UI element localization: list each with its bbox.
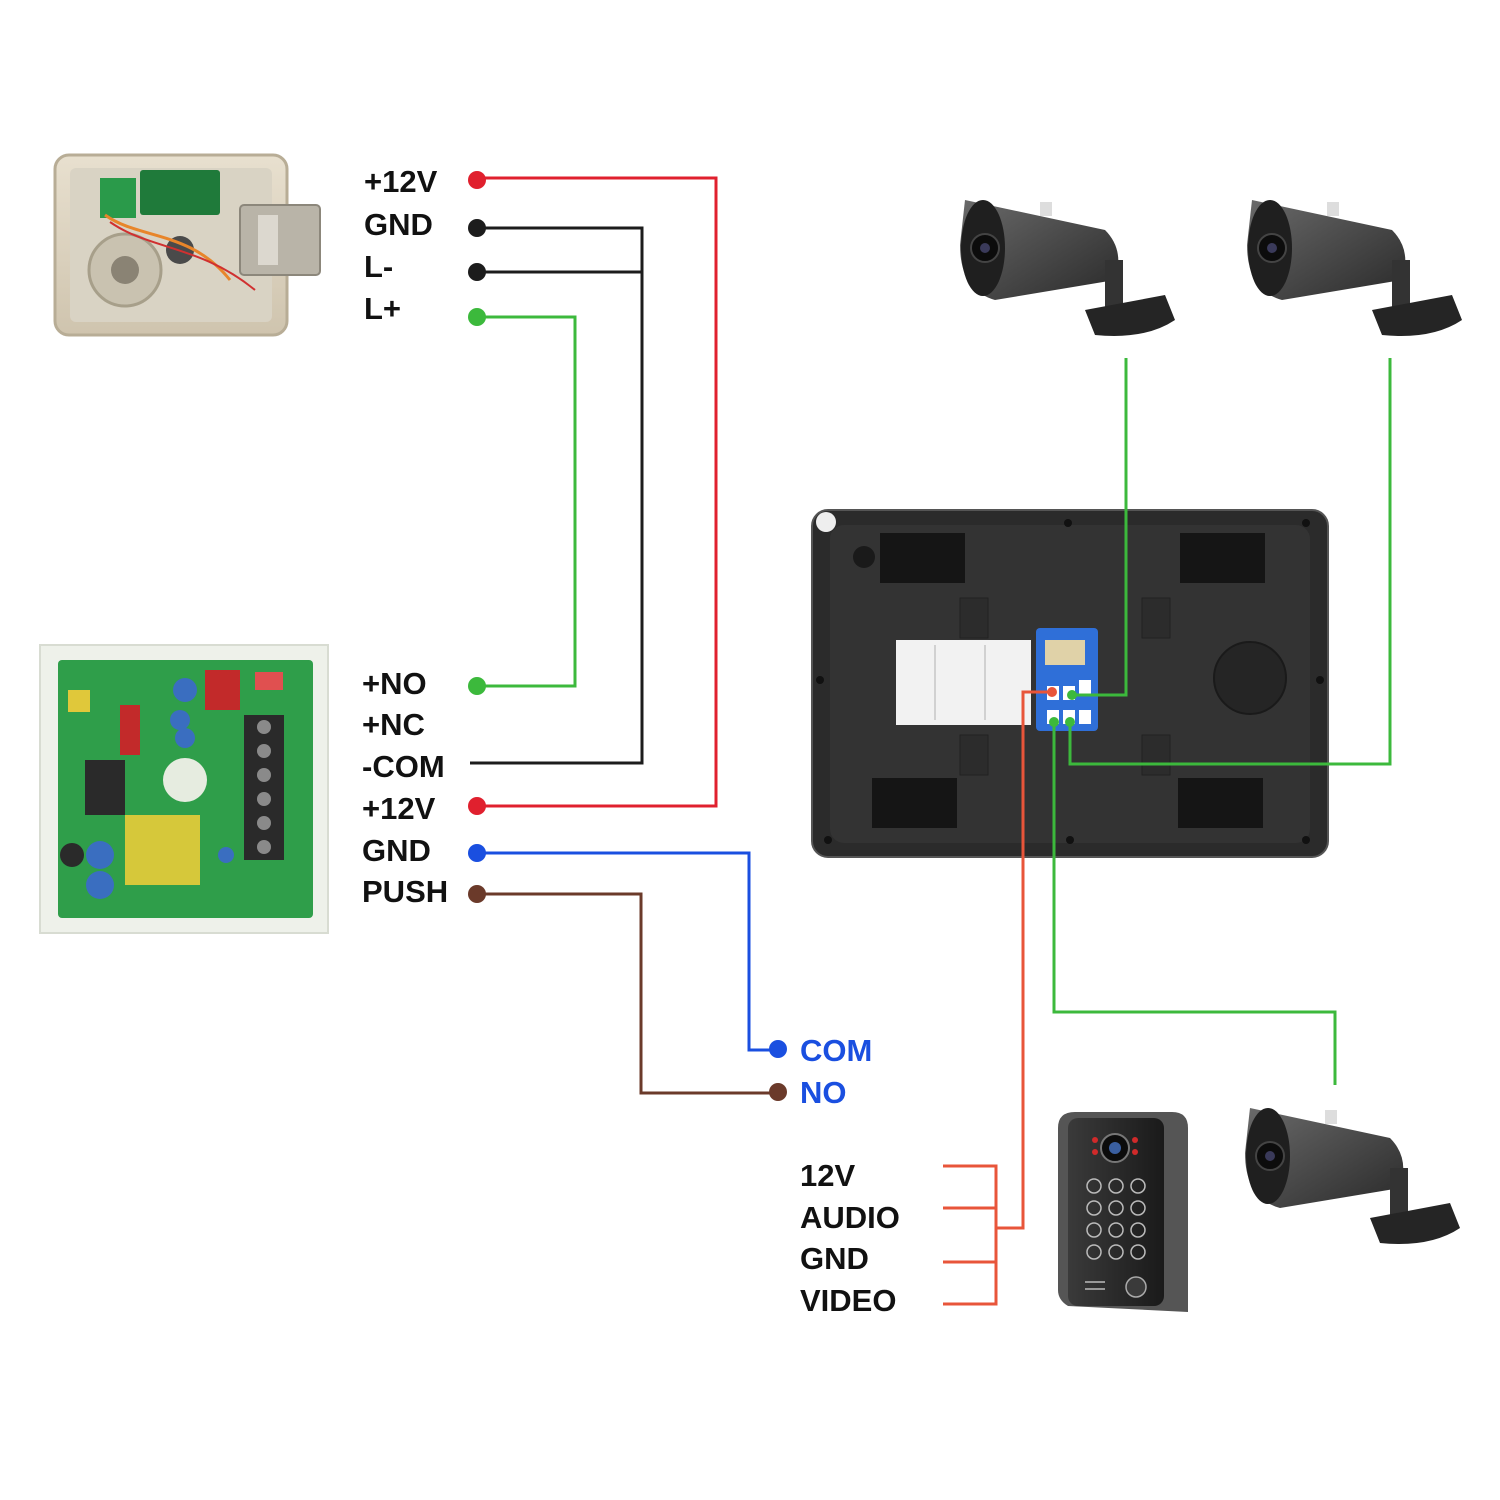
wire-gnd-blue	[477, 851, 778, 1052]
terminal-dot-brown	[769, 1083, 787, 1101]
lock-terminal-label: L+	[364, 291, 402, 326]
terminal-dots	[468, 171, 1077, 1101]
terminal-dot-green	[468, 677, 486, 695]
doorbell-terminal-label: VIDEO	[800, 1283, 897, 1318]
wire-push-brown	[477, 892, 778, 1095]
doorbell-terminal-label: 12V	[800, 1158, 856, 1193]
keypad-doorbell-icon	[1058, 1112, 1188, 1312]
wire-com-black	[470, 226, 644, 765]
power-terminal-label: +NC	[362, 707, 425, 742]
lock-terminal-label: GND	[364, 207, 433, 242]
wire-doorbell-bracket	[943, 1164, 998, 1306]
terminal-dot-black	[468, 219, 486, 237]
exit-button-terminal-label: COM	[800, 1033, 873, 1068]
power-supply-board-icon	[39, 644, 329, 934]
monitor-dot-green	[1049, 717, 1059, 727]
terminal-dot-black	[468, 263, 486, 281]
doorbell-terminal-label: GND	[800, 1241, 869, 1276]
exit-button-terminal-label: NO	[800, 1075, 847, 1110]
wire-camera-2-green	[1068, 358, 1392, 766]
terminal-dot-red	[468, 171, 486, 189]
lock-terminal-label: L-	[364, 249, 394, 284]
wire-l-plus-green	[477, 315, 577, 688]
terminal-dot-blue	[468, 844, 486, 862]
terminal-dot-brown	[468, 885, 486, 903]
wire-camera-3-green	[1052, 722, 1337, 1085]
bullet-camera-icon	[1247, 200, 1462, 336]
monitor-dot-red	[1047, 687, 1057, 697]
wire-12v-red	[477, 176, 718, 808]
doorbell-terminal-label: AUDIO	[800, 1200, 900, 1235]
lock-terminal-label: +12V	[364, 164, 438, 199]
terminal-dot-blue	[769, 1040, 787, 1058]
monitor-dot-green	[1065, 717, 1075, 727]
power-terminal-label: +12V	[362, 791, 436, 826]
terminal-dot-green	[468, 308, 486, 326]
bullet-camera-icon	[960, 200, 1175, 336]
wiring-lines	[470, 176, 1392, 1306]
power-terminal-label: -COM	[362, 749, 445, 784]
power-terminal-label: GND	[362, 833, 431, 868]
power-terminal-label: PUSH	[362, 874, 449, 909]
power-terminal-label: +NO	[362, 666, 427, 701]
electric-lock-icon	[53, 153, 321, 337]
wire-camera-1-green	[1072, 358, 1128, 697]
bullet-camera-icon	[1245, 1108, 1460, 1244]
wire-doorbell-bus	[996, 690, 1052, 1230]
terminal-dot-red	[468, 797, 486, 815]
indoor-monitor-back-icon	[811, 509, 1329, 858]
monitor-dot-green	[1067, 690, 1077, 700]
